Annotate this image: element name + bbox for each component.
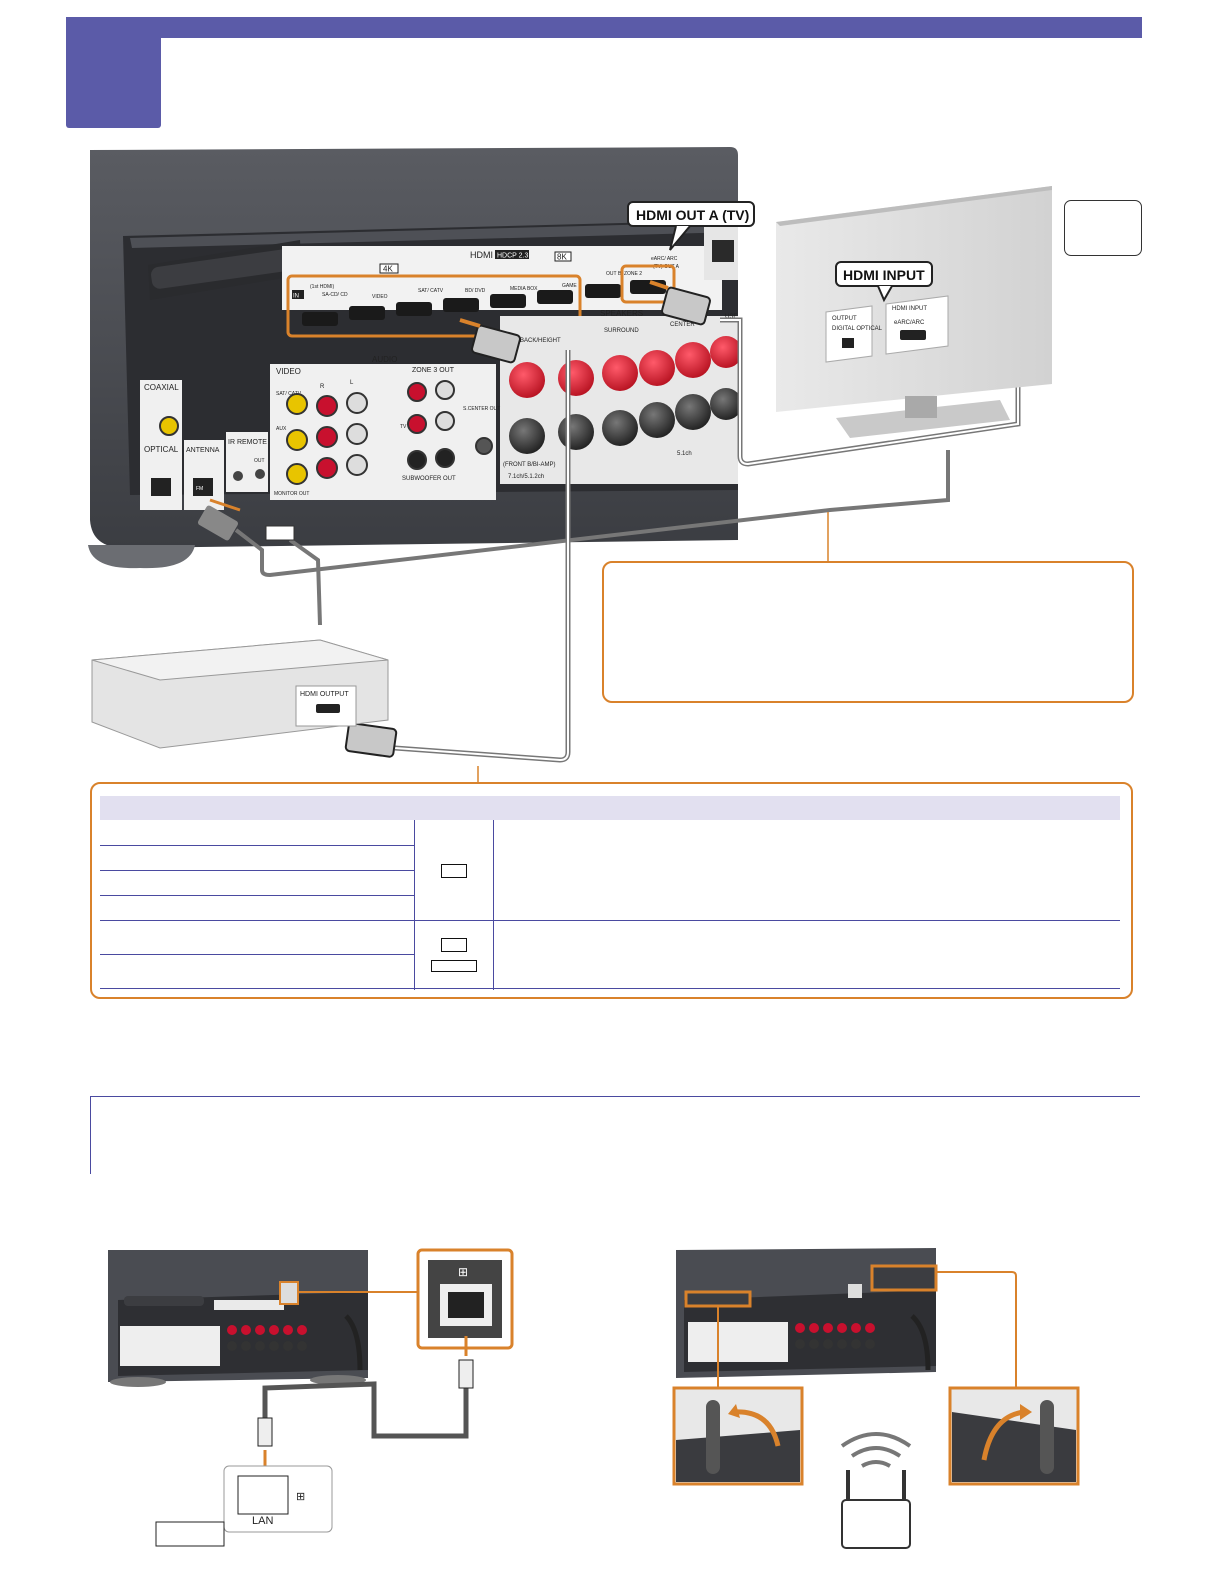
receiver-terminals-small bbox=[227, 1325, 307, 1335]
audio-tv-label: TV bbox=[400, 424, 407, 430]
sacd-label: SA-CD/ CD bbox=[322, 292, 348, 298]
center-label: CENTER bbox=[670, 322, 695, 328]
wired-lan-diagram: ⊞ LAN ⊞ bbox=[108, 1248, 514, 1547]
av-receiver: HDMI HDCP 2.3 4K 8K IN (1st HDMI) SA-CD/… bbox=[88, 147, 742, 569]
video-section-label: VIDEO bbox=[276, 367, 301, 376]
fm-label: FM bbox=[196, 486, 203, 492]
hdmi-input-callout: HDMI INPUT bbox=[835, 261, 933, 303]
ir-out-label: OUT bbox=[254, 458, 265, 464]
hdmi-cable-tv bbox=[720, 317, 1021, 467]
front-bi-amp-label: (FRONT B/BI-AMP) bbox=[503, 462, 556, 468]
table-row-line bbox=[100, 988, 1120, 989]
table-icon-box bbox=[441, 938, 467, 952]
tv-earc-label: eARC/ARC bbox=[894, 320, 925, 326]
hdmi-out-a-highlight bbox=[620, 264, 676, 304]
table-icon-box-wide bbox=[431, 960, 477, 972]
coaxial-label: COAXIAL bbox=[144, 383, 179, 392]
monitor-out-label: MONITOR OUT bbox=[274, 491, 309, 497]
table-row-line bbox=[100, 920, 1120, 921]
hdmi-out-a-callout: HDMI OUT A (TV) bbox=[627, 201, 755, 251]
table-col-divider-1 bbox=[414, 820, 415, 990]
rca-jacks bbox=[286, 380, 493, 485]
video-sat-label: SAT/ CATV bbox=[276, 391, 302, 397]
subwoofer-out-label: SUBWOOFER OUT bbox=[402, 476, 456, 482]
blu-ray-player: HDMI OUTPUT bbox=[91, 639, 389, 749]
hdmi-input-text: HDMI INPUT bbox=[843, 267, 925, 283]
tv: OUTPUT DIGITAL OPTICAL HDMI INPUT eARC/A… bbox=[776, 186, 1052, 438]
audio-l-label: L bbox=[350, 380, 354, 386]
wireless-diagram bbox=[672, 1248, 1080, 1549]
tv-digital-optical-label: DIGITAL OPTICAL bbox=[832, 326, 883, 332]
ch51-label: 5.1ch bbox=[677, 451, 692, 457]
back-height-label: BACK/HEIGHT bbox=[520, 338, 561, 344]
hdmi-inputs-highlight bbox=[286, 274, 582, 338]
table-col-divider-2 bbox=[493, 820, 494, 990]
in-label: IN bbox=[293, 294, 299, 300]
audio-r-label: R bbox=[320, 384, 325, 390]
earc-label: eARC/ ARC bbox=[651, 256, 678, 262]
video-hdmi-label: VIDEO bbox=[372, 294, 388, 300]
player-hdmi-output-label: HDMI OUTPUT bbox=[300, 691, 349, 698]
fm-antenna-plug bbox=[198, 498, 295, 541]
hdmi-cable-note-box bbox=[602, 561, 1134, 703]
page-header-tab bbox=[66, 17, 161, 128]
surround-label: SURROUND bbox=[604, 328, 639, 334]
table-row-line bbox=[100, 845, 414, 846]
tv-label-box bbox=[1064, 200, 1142, 256]
hdcp-label: HDCP 2.3 bbox=[497, 253, 528, 260]
network-section-frame bbox=[90, 1096, 1140, 1174]
audio-section-label: AUDIO bbox=[372, 355, 397, 364]
4k-label: 4K bbox=[383, 265, 393, 274]
page-header-bar bbox=[66, 17, 1142, 38]
hdmi-panel-label: HDMI bbox=[470, 250, 493, 260]
media-box-label: MEDIA BOX bbox=[510, 286, 538, 292]
table-row-line bbox=[100, 870, 414, 871]
lan-label: LAN bbox=[252, 1515, 273, 1527]
table-row-line bbox=[100, 895, 414, 896]
network-diagrams: ⊞ LAN ⊞ bbox=[108, 1248, 1080, 1549]
s-center-label: S.CENTER OUT bbox=[463, 406, 500, 412]
wifi-router bbox=[840, 1432, 912, 1549]
8k-label: 8K bbox=[557, 253, 567, 262]
hdmi-out-a-text: HDMI OUT A (TV) bbox=[636, 207, 749, 223]
use-label: USE bbox=[725, 314, 737, 320]
zone3-label: ZONE 3 OUT bbox=[412, 367, 455, 374]
hdmi-connection-diagram: HDMI HDCP 2.3 4K 8K IN (1st HDMI) SA-CD/… bbox=[88, 147, 1052, 782]
video-aux-label: AUX bbox=[276, 426, 287, 432]
lan-port-icon: ⊞ bbox=[458, 1265, 468, 1279]
speakers-label: SPEAKERS bbox=[600, 309, 643, 318]
bd-label: BD/ DVD bbox=[465, 288, 486, 294]
game-label: GAME bbox=[562, 283, 577, 289]
table-row-line bbox=[100, 954, 414, 955]
antenna-label: ANTENNA bbox=[186, 447, 220, 454]
input-table bbox=[90, 782, 1133, 999]
wireless-antenna bbox=[148, 240, 302, 300]
table-icon-box bbox=[441, 864, 467, 878]
sat-label: SAT/ CATV bbox=[418, 288, 444, 294]
hdmi-cable-player bbox=[394, 350, 571, 763]
speaker-terminals-black bbox=[509, 388, 742, 454]
ch71-label: 7.1ch/5.1.2ch bbox=[508, 474, 544, 480]
ir-remote-label: IR REMOTE bbox=[228, 439, 267, 446]
fm-antenna-wire bbox=[234, 450, 950, 626]
router-lan-icon: ⊞ bbox=[296, 1491, 305, 1503]
hdmi-input-ports bbox=[302, 280, 666, 326]
tv-output-label: OUTPUT bbox=[832, 316, 857, 322]
table-header-row bbox=[100, 796, 1120, 820]
optical-label: OPTICAL bbox=[144, 445, 179, 454]
out-b-label: OUT B/ ZONE 2 bbox=[606, 271, 642, 277]
first-hdmi-label: (1st HDMI) bbox=[310, 284, 335, 290]
tv-hdmi-input-small-label: HDMI INPUT bbox=[892, 306, 927, 312]
